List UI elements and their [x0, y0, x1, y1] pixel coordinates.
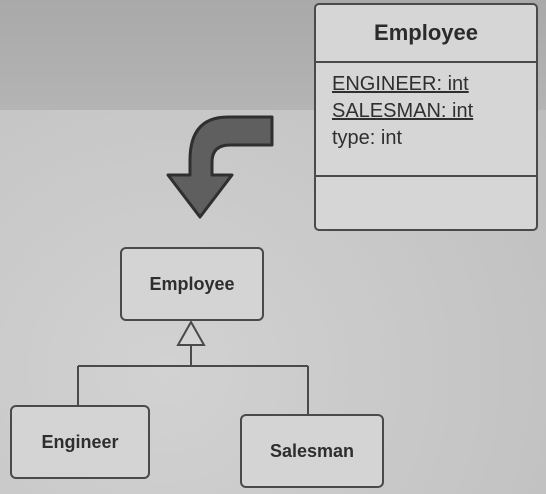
inheritance-triangle — [176, 319, 206, 346]
salesman-node: Salesman — [240, 414, 384, 488]
attribute-compartment: ENGINEER: int SALESMAN: int type: int — [316, 63, 536, 177]
inheritance-connectors — [77, 345, 309, 414]
engineer-node: Engineer — [10, 405, 150, 479]
refactor-arrow — [166, 115, 274, 219]
attribute-engineer: ENGINEER: int — [332, 73, 469, 95]
attribute-salesman: SALESMAN: int — [332, 100, 474, 122]
employee-node: Employee — [120, 247, 264, 321]
attribute-type: type: int — [332, 127, 403, 149]
class-name: Employee — [316, 5, 536, 63]
employee-class-box: Employee ENGINEER: int SALESMAN: int typ… — [314, 3, 538, 231]
